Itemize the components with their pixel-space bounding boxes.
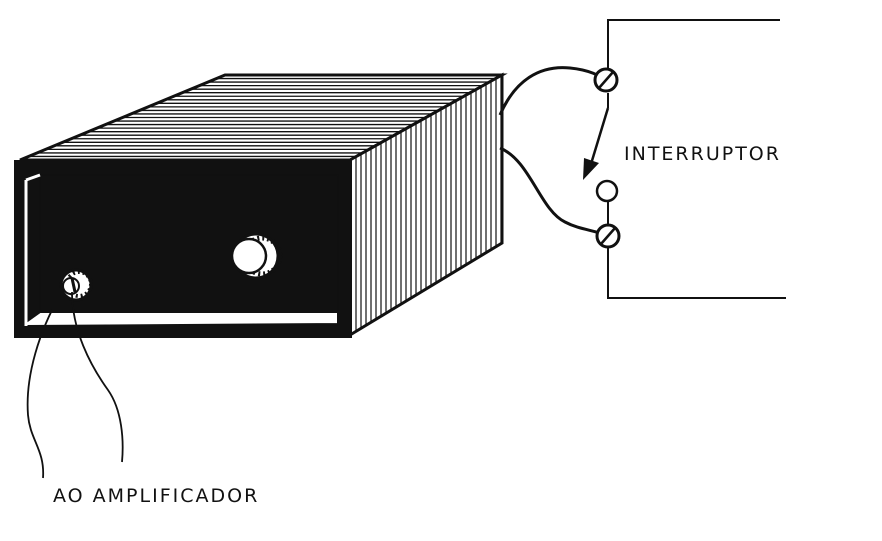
switch-contact	[595, 179, 619, 203]
box-top-face	[19, 73, 508, 162]
switch-lever-arrow	[583, 107, 610, 180]
switch-wires	[498, 66, 609, 238]
terminal-screw-bottom	[595, 223, 621, 249]
output-jack	[59, 268, 93, 302]
control-knob	[230, 232, 283, 280]
terminal-screw-top	[593, 67, 619, 93]
circuit-lines	[607, 19, 786, 299]
box-front-face	[14, 160, 352, 338]
amplifier-wires	[26, 291, 124, 479]
switch-label: INTERRUPTOR	[624, 143, 781, 165]
amplifier-label: AO AMPLIFICADOR	[53, 485, 260, 507]
